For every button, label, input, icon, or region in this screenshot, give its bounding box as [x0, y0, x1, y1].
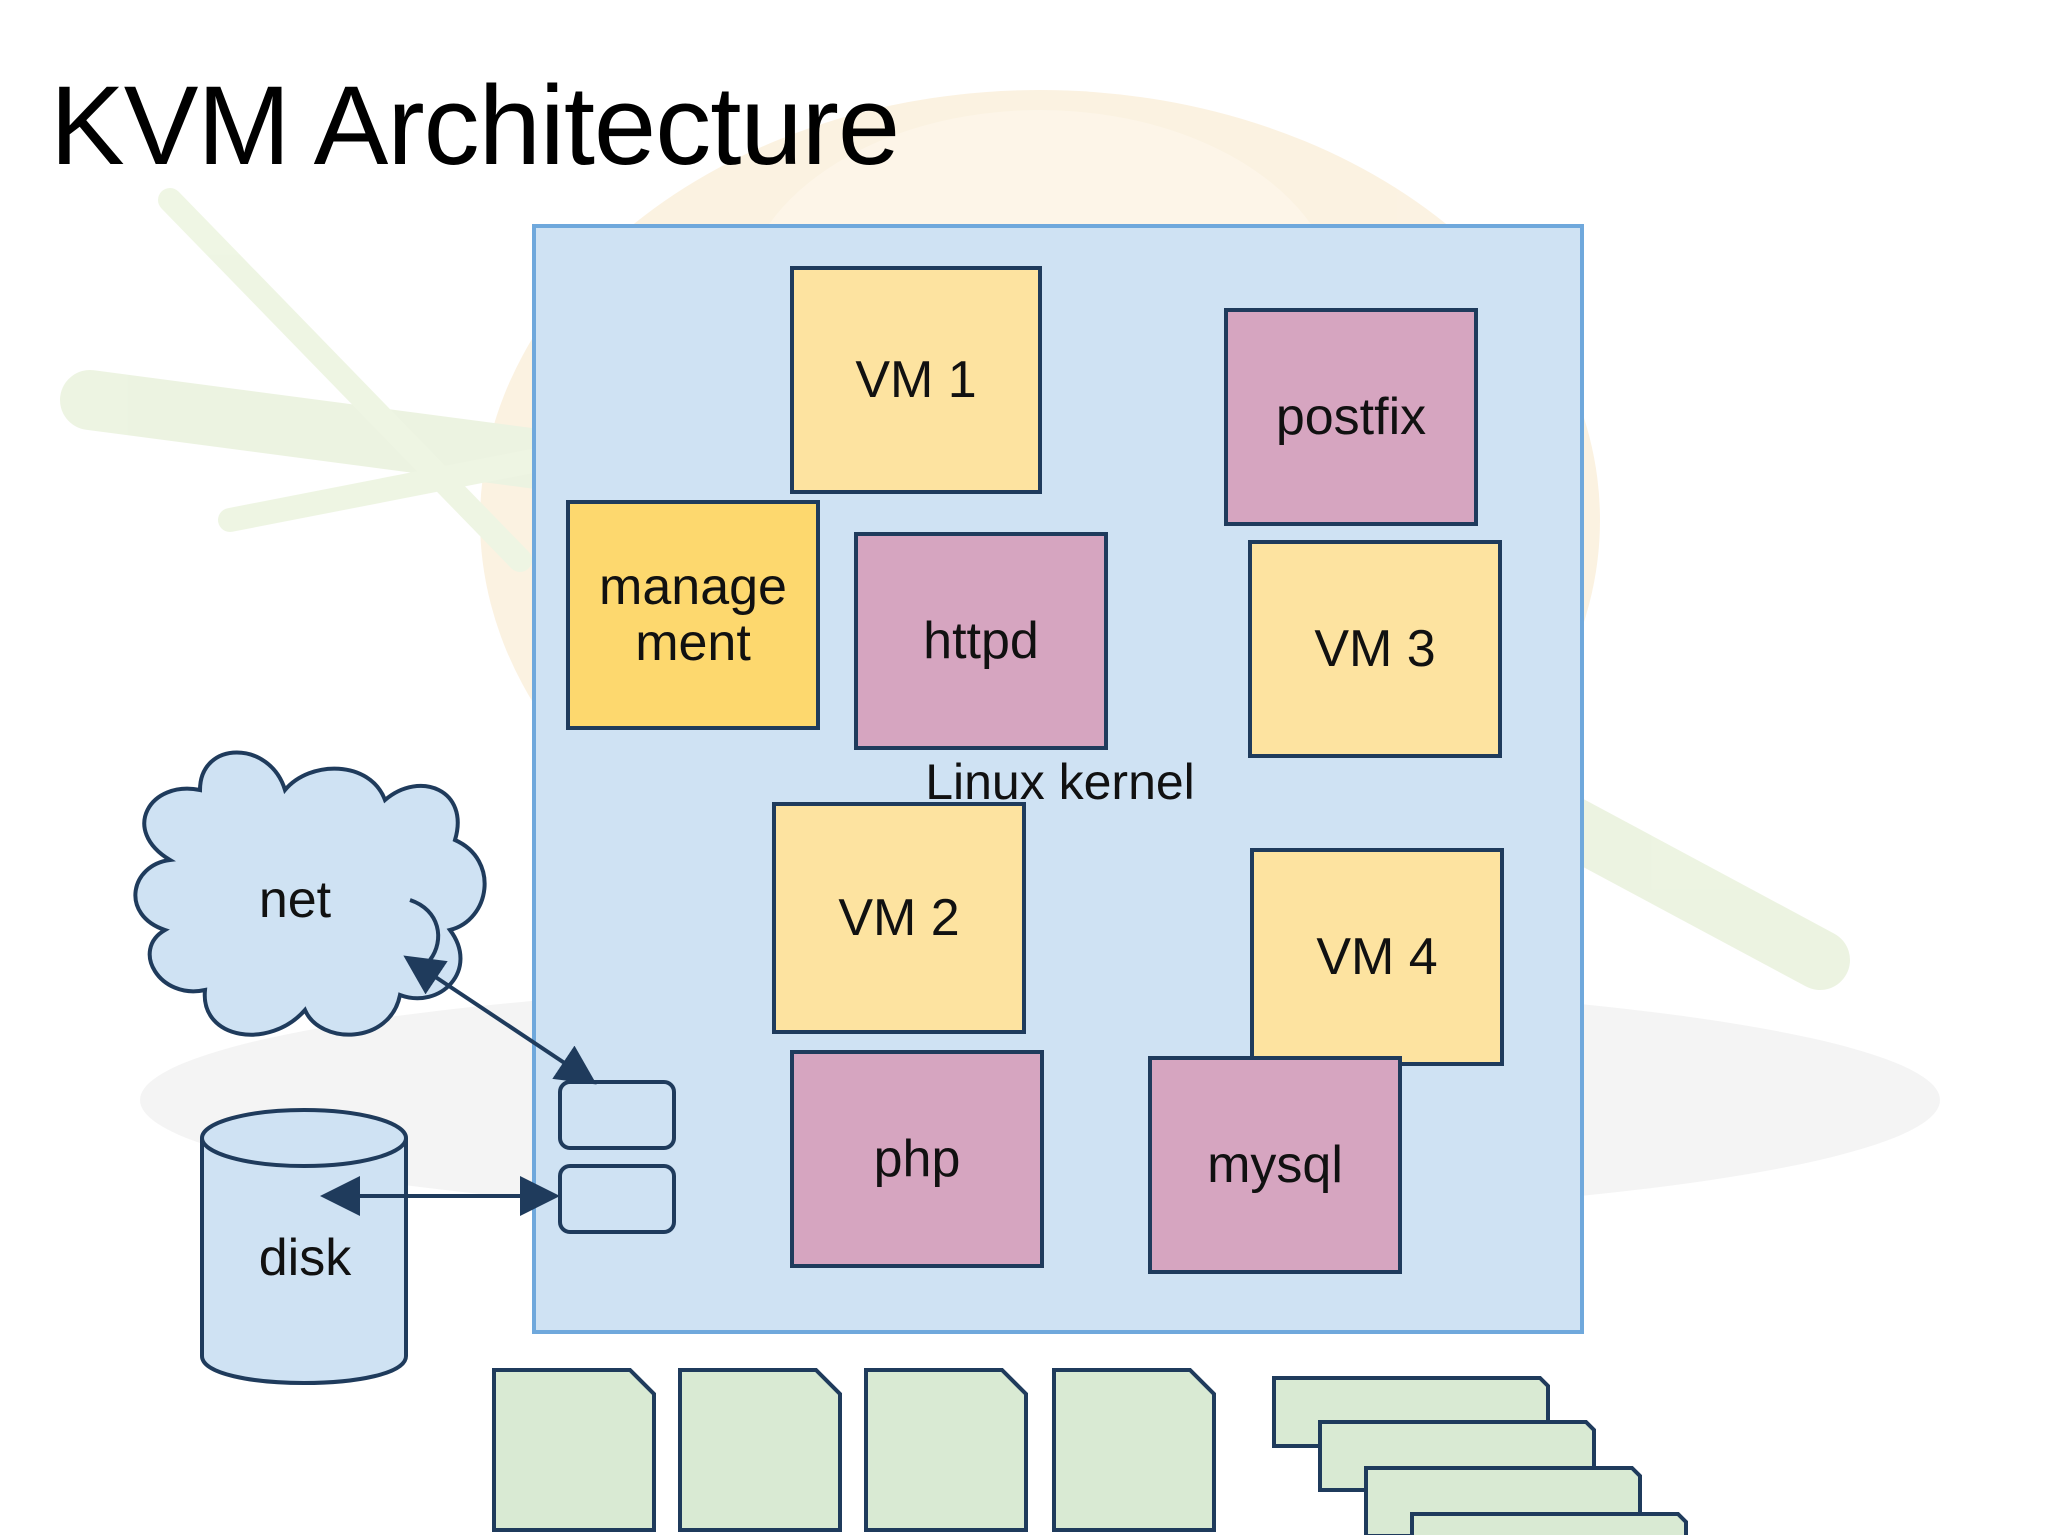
vm1-box: VM 1 — [790, 266, 1042, 494]
net-io-port — [558, 1080, 676, 1150]
watermark-leaf — [158, 188, 532, 572]
php-box: php — [790, 1050, 1044, 1268]
hardware-card-3 — [864, 1368, 1028, 1532]
slide-title: KVM Architecture — [50, 63, 900, 188]
vm4-label: VM 4 — [1316, 928, 1438, 986]
management-label: manage ment — [599, 558, 787, 672]
memory-module-4 — [1410, 1512, 1688, 1535]
management-box: manage ment — [566, 500, 820, 730]
net-cloud-curl — [409, 898, 441, 962]
httpd-label: httpd — [923, 612, 1039, 670]
vm2-box: VM 2 — [772, 802, 1026, 1034]
vm3-box: VM 3 — [1248, 540, 1502, 758]
disk-io-port — [558, 1164, 676, 1234]
disk-label: disk — [258, 1229, 352, 1287]
vm2-label: VM 2 — [838, 889, 960, 947]
httpd-box: httpd — [854, 532, 1108, 750]
hardware-card-1 — [492, 1368, 656, 1532]
linux-kernel-label: Linux kernel — [925, 754, 1195, 810]
hardware-card-2 — [678, 1368, 842, 1532]
net-label: net — [258, 871, 332, 929]
net-connector-arrow — [403, 955, 597, 1085]
mysql-box: mysql — [1148, 1056, 1402, 1274]
net-cloud-icon — [133, 750, 487, 1037]
postfix-box: postfix — [1224, 308, 1478, 526]
mysql-label: mysql — [1207, 1136, 1343, 1194]
vm1-label: VM 1 — [855, 351, 977, 409]
postfix-label: postfix — [1275, 388, 1427, 446]
vm4-box: VM 4 — [1250, 848, 1504, 1066]
php-label: php — [873, 1130, 961, 1188]
vm3-label: VM 3 — [1314, 620, 1436, 678]
hardware-card-4 — [1052, 1368, 1216, 1532]
